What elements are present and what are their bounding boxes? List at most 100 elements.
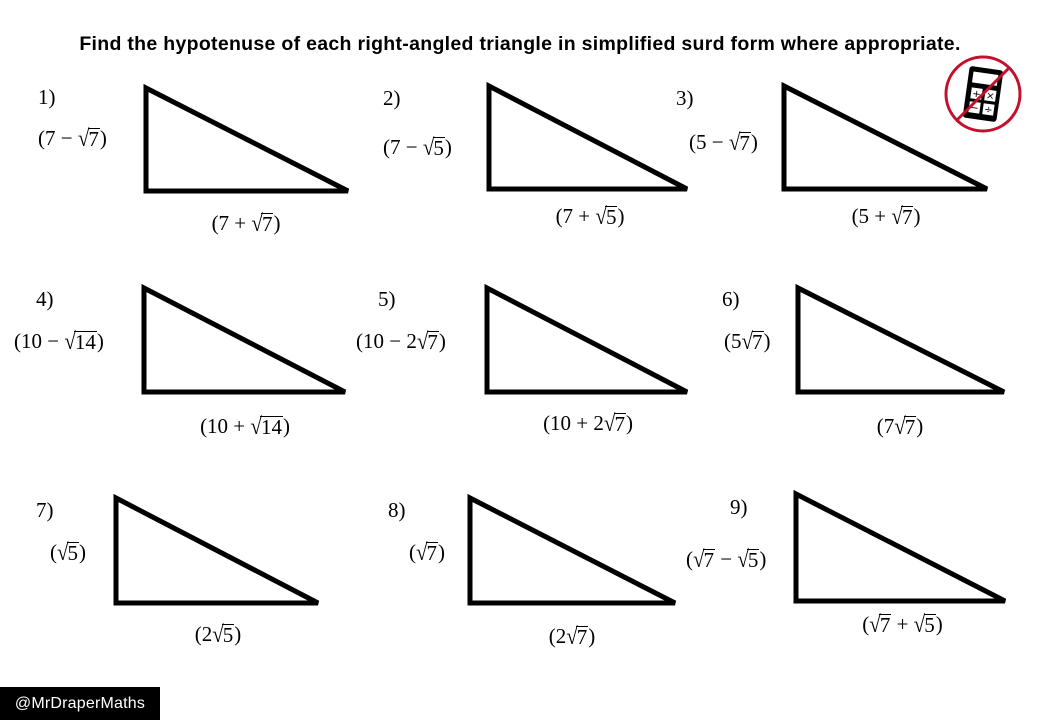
prohibition-slash-icon <box>955 66 1011 122</box>
surd-expression: √7 <box>693 545 716 573</box>
radicand: 7 <box>703 547 716 572</box>
radical-sign-icon: √ <box>57 538 69 566</box>
radical-sign-icon: √ <box>869 610 881 638</box>
radicand: 14 <box>260 414 283 439</box>
vertical-side-label: (√7) <box>409 538 446 566</box>
right-triangle-shape <box>143 83 350 194</box>
label-suffix: ) <box>759 547 767 571</box>
label-suffix: ) <box>617 204 625 228</box>
radicand: 7 <box>751 329 764 354</box>
horizontal-side-label: (7√7) <box>800 412 1000 440</box>
surd-expression: √7 <box>869 610 892 638</box>
surd-expression: √5 <box>595 202 618 230</box>
radicand: 5 <box>747 547 760 572</box>
svg-text:×: × <box>985 90 995 102</box>
surd-expression: √7 <box>416 538 439 566</box>
vertical-side-label: (10 − √14) <box>14 327 104 355</box>
radicand: 7 <box>576 624 589 649</box>
label-suffix: ) <box>750 130 758 154</box>
vertical-side-label: (7 − √7) <box>38 126 107 151</box>
horizontal-side-label: (10 + 2√7) <box>488 409 688 437</box>
surd-expression: √7 <box>566 624 589 649</box>
label-prefix: (7 − <box>38 126 78 150</box>
surd-expression: √7 <box>603 409 626 437</box>
horizontal-side-label: (√7 + √5) <box>795 610 1010 638</box>
footer-watermark: @MrDraperMaths <box>0 687 160 720</box>
right-triangle-shape <box>781 81 989 192</box>
no-calculator-icon: + × − ÷ <box>944 55 1022 133</box>
horizontal-side-label: (5 + √7) <box>786 202 986 230</box>
vertical-side-label: (10 − 2√7) <box>356 329 446 354</box>
right-triangle-shape <box>113 493 320 606</box>
calculator-keys-icon: + × − ÷ <box>968 87 997 116</box>
page-title: Find the hypotenuse of each right-angled… <box>79 33 961 55</box>
right-triangle-shape <box>486 81 689 192</box>
radicand: 5 <box>67 540 80 565</box>
radical-sign-icon: √ <box>894 412 906 440</box>
label-prefix: (2 <box>194 622 213 646</box>
right-triangle-shape <box>795 283 1006 395</box>
radical-sign-icon: √ <box>693 545 705 573</box>
question-number: 7) <box>36 498 54 522</box>
svg-text:−: − <box>969 102 979 114</box>
question-number: 9) <box>730 495 748 519</box>
surd-expression: √14 <box>250 414 283 439</box>
label-suffix: ) <box>913 204 921 228</box>
surd-expression: √14 <box>64 327 97 355</box>
label-prefix: (7 − <box>383 135 423 159</box>
surd-expression-2: √5 <box>914 612 936 636</box>
label-suffix: ) <box>438 540 446 564</box>
radical-sign-icon: √ <box>416 538 428 566</box>
radical-sign-icon: √ <box>603 409 616 437</box>
label-prefix: (2 <box>548 624 567 648</box>
radicand: 5 <box>605 204 618 229</box>
question-number: 2) <box>383 86 401 110</box>
label-suffix: ) <box>438 329 446 353</box>
horizontal-side-label: (7 + √7) <box>146 211 346 236</box>
label-suffix: ) <box>935 612 943 636</box>
radicand: 7 <box>426 540 439 565</box>
label-prefix: (7 + <box>555 204 596 228</box>
vertical-side-label: (5√7) <box>724 327 771 355</box>
radicand: 14 <box>74 329 97 354</box>
surd-expression: √5 <box>57 538 80 566</box>
radical-sign-icon: √ <box>728 128 741 156</box>
radical-sign-icon: √ <box>595 202 607 230</box>
vertical-side-label: (√7 − √5) <box>686 545 767 573</box>
label-suffix: ) <box>282 414 290 438</box>
vertical-side-label: (7 − √5) <box>383 135 452 160</box>
surd-expression-2: √5 <box>737 545 760 573</box>
radical-sign-icon: √ <box>741 327 754 355</box>
radical-sign-icon: √ <box>891 202 903 230</box>
label-suffix: ) <box>79 540 87 564</box>
radicand: 7 <box>261 211 274 236</box>
label-prefix: (5 − <box>689 130 729 154</box>
label-suffix: ) <box>916 414 924 438</box>
label-prefix: (7 <box>876 414 895 438</box>
surd-expression: √7 <box>728 128 751 156</box>
radicand: 7 <box>87 126 100 151</box>
svg-text:÷: ÷ <box>983 104 993 116</box>
radical-sign-icon: √ <box>737 545 749 573</box>
label-prefix: ( <box>50 540 57 564</box>
surd-expression: √7 <box>894 412 917 440</box>
question-number: 8) <box>388 498 406 522</box>
svg-text:+: + <box>971 89 981 101</box>
vertical-side-label: (√5) <box>50 538 87 566</box>
radicand: 5 <box>432 135 445 160</box>
radical-sign-icon: √ <box>64 327 76 355</box>
label-prefix: (10 + <box>200 414 251 438</box>
label-prefix: (5 <box>724 329 742 353</box>
radicand: 7 <box>904 414 917 439</box>
label-suffix: ) <box>99 126 107 150</box>
label-prefix: ( <box>862 612 870 636</box>
radicand: 7 <box>426 329 439 354</box>
right-triangle-shape <box>484 283 689 395</box>
surd-expression: √7 <box>741 327 764 355</box>
radicand: 7 <box>738 130 751 155</box>
label-suffix: ) <box>234 622 242 646</box>
label-suffix: ) <box>588 624 596 648</box>
vertical-side-label: (5 − √7) <box>689 128 758 156</box>
radical-sign-icon: √ <box>212 620 224 648</box>
horizontal-side-label: (10 + √14) <box>145 414 345 439</box>
